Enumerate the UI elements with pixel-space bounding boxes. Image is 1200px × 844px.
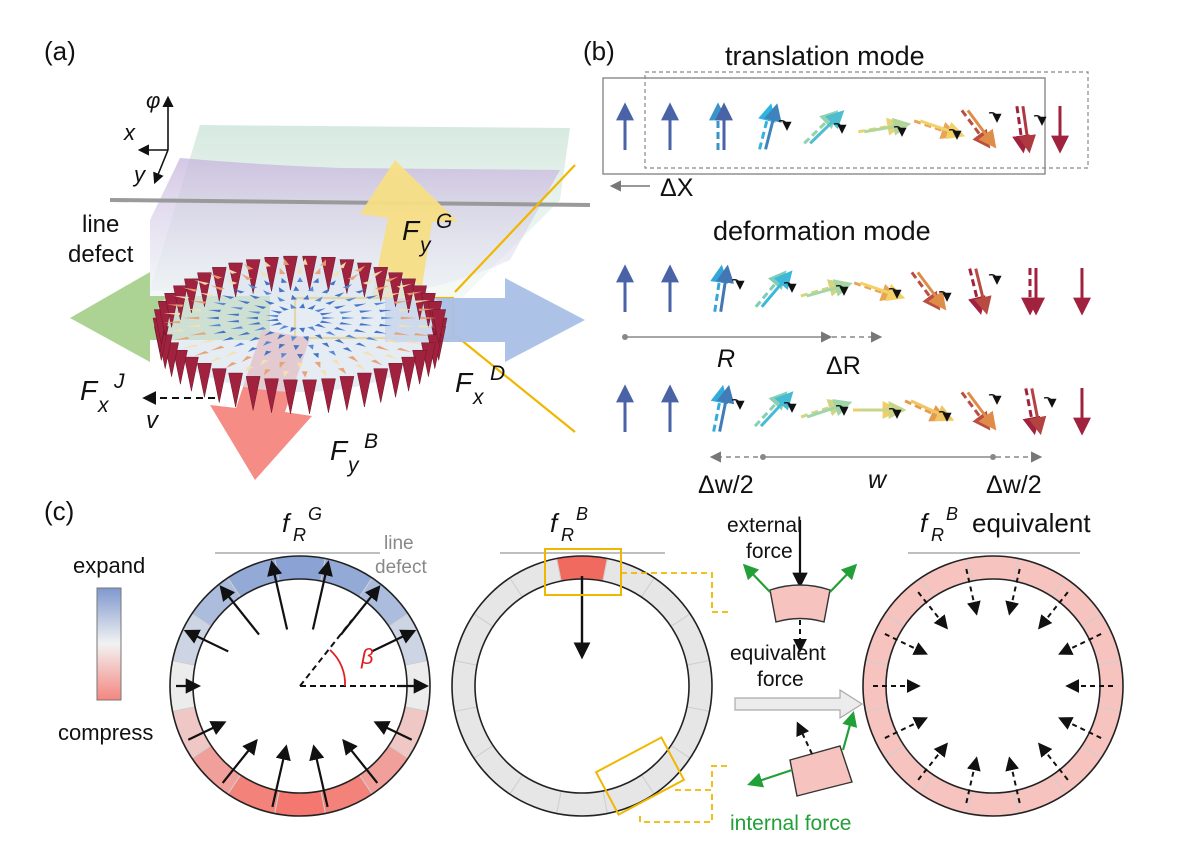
svg-text:x: x [97,394,110,417]
equivalent-force-label-2: force [757,668,804,691]
svg-text:B: B [576,504,588,524]
delta-w-right-label: Δw/2 [986,471,1042,499]
svg-text:y: y [418,234,432,257]
svg-text:G: G [308,504,322,524]
panel-c-label: (c) [44,496,74,526]
coordinate-axes [137,95,174,185]
svg-text:F: F [80,375,99,406]
spin-row-deformation-width [616,384,1092,436]
radius-label: R [717,345,735,373]
axis-phi-label: φ [146,88,160,113]
force-label-drive: F x J [80,370,125,417]
ring-1-title: f R G [282,504,322,545]
velocity-label: v [146,407,160,434]
internal-arrow-top-left [742,563,771,593]
svg-text:f: f [920,508,930,538]
skyrmion-cones [152,255,448,414]
svg-text:R: R [561,525,574,545]
force-label-defect: F y B [330,430,378,477]
svg-text:G: G [436,210,452,233]
ring-2-defect-force [451,548,713,817]
delta-r-label: ΔR [826,352,861,380]
svg-text:F: F [455,367,474,398]
internal-force-label: internal force [730,812,851,835]
panel-b-label: (b) [583,36,615,66]
svg-text:F: F [330,435,349,466]
axis-y-label: y [132,162,147,187]
radius-scale [622,331,883,343]
svg-text:y: y [346,454,360,477]
equivalent-big-arrow [734,688,864,720]
panel-b: (b) translation mode ΔX deformation mode… [583,36,1092,499]
translation-box-dashed [644,71,1089,169]
panel-c: (c) expand compress f R G line defect β … [44,496,1124,835]
equivalent-force-label-1: equivalent [730,642,826,665]
spin-row-translation [616,102,1070,154]
force-label-damp: F x D [455,362,505,409]
svg-text:B: B [946,504,958,524]
segment-bottom [789,745,853,797]
segment-top [769,584,831,623]
width-label: w [868,466,888,494]
svg-text:B: B [364,430,378,453]
ring-2-title: f R B [550,504,588,545]
colorbar [96,587,122,701]
delta-w-left-label: Δw/2 [698,471,754,499]
external-force-label-2: force [746,540,793,563]
internal-arrow-bottom-right [841,711,858,751]
translation-mode-title: translation mode [725,41,925,71]
external-force-label-1: external [727,514,802,537]
internal-arrow-bottom-left [747,768,793,788]
width-scale [709,451,1043,463]
svg-text:R: R [931,525,944,545]
delta-x-label: ΔX [660,174,694,202]
svg-text:f: f [282,508,292,538]
zoom-connectors-c [621,572,730,823]
equivalent-arrow-bottom [796,721,813,755]
line-defect-label-2: defect [68,241,134,268]
translation-box-solid [602,77,1046,175]
svg-text:J: J [113,370,125,393]
colorbar-top-label: expand [73,553,145,578]
beta-label: β [360,644,374,669]
svg-text:equivalent: equivalent [972,508,1091,538]
deformation-mode-title: deformation mode [713,216,931,246]
panel-a: (a) φ x y F y G [44,36,591,480]
svg-text:x: x [472,386,485,409]
force-arrow-gyro [360,160,458,300]
svg-text:R: R [293,525,306,545]
axis-x-label: x [123,120,136,145]
ring-1-gyro-force [169,555,431,817]
spin-row-deformation-radius [616,264,1092,316]
ring-3-equivalent-force [862,555,1124,817]
colorbar-bottom-label: compress [58,720,153,745]
line-defect-bar [109,198,591,207]
svg-text:f: f [550,508,560,538]
svg-text:D: D [490,362,505,385]
line-defect-label-1: line [82,211,119,238]
force-label-gyro: F y G [402,210,452,257]
ring-1-defect-label-2: defect [375,557,427,578]
ring-3-title: f R B equivalent [920,504,1091,545]
ring-1-defect-label-1: line [384,533,414,554]
panel-a-label: (a) [44,36,76,66]
svg-text:F: F [402,215,421,246]
internal-arrow-top-right [829,563,858,593]
